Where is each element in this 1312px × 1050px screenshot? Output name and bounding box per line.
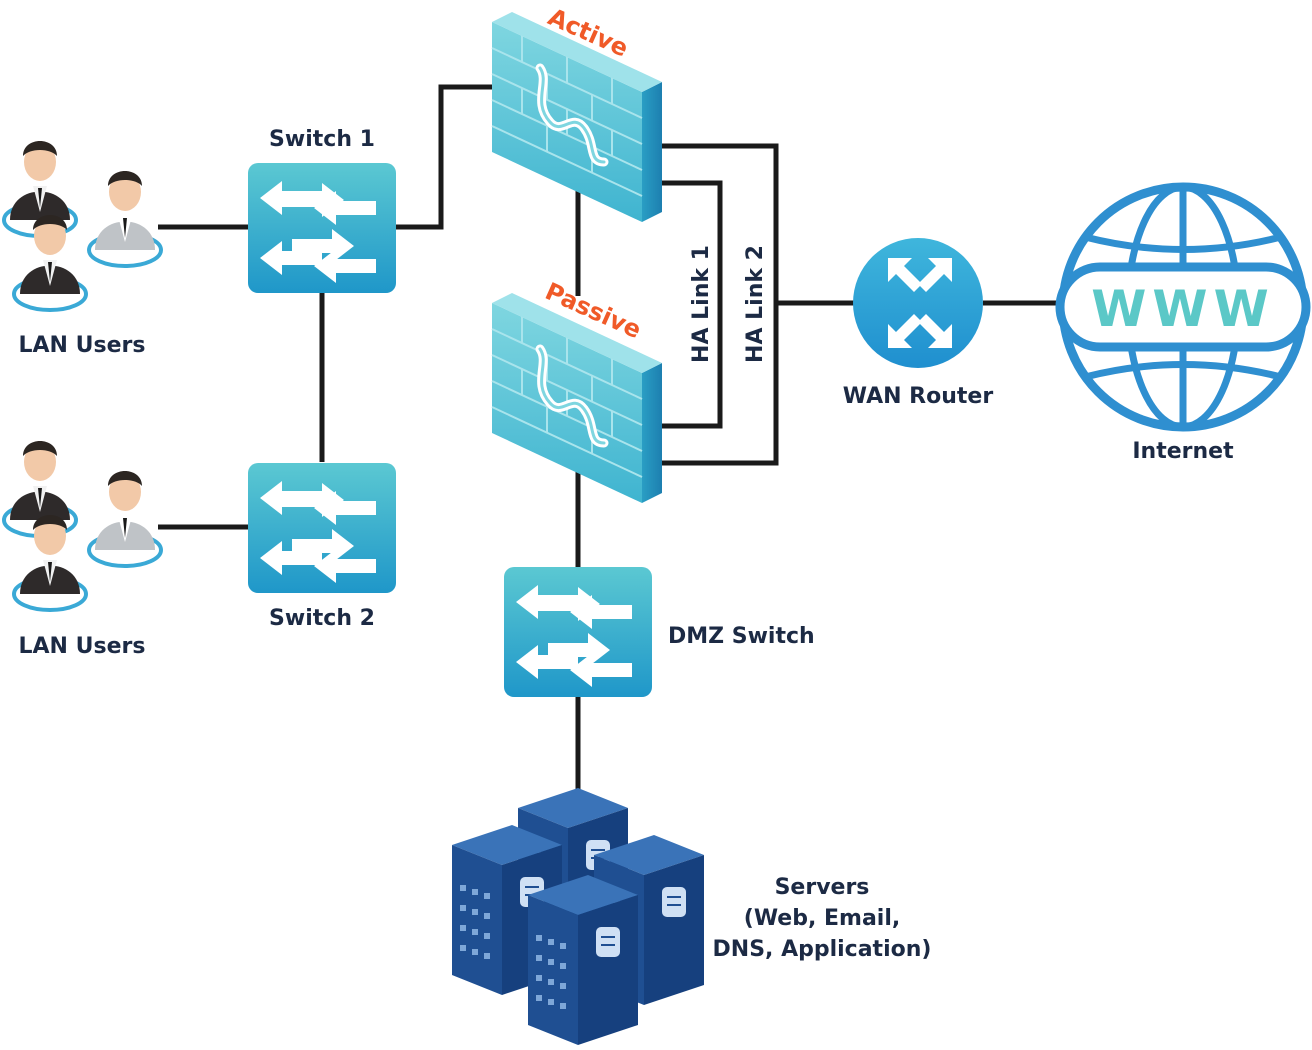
globe-www-text: WWW <box>1091 280 1274 338</box>
dmz-switch-label: DMZ Switch <box>668 624 815 649</box>
switch-icon <box>504 567 652 697</box>
wan-router-label: WAN Router <box>843 384 994 409</box>
users-group-icon <box>4 141 161 310</box>
lan-users-group-2: LAN Users <box>4 441 161 659</box>
lan-users-label: LAN Users <box>19 634 146 659</box>
lan-users-group-1: LAN Users <box>4 141 161 358</box>
switch-icon <box>248 163 396 293</box>
internet-label: Internet <box>1132 439 1234 464</box>
firewall-icon <box>492 12 662 222</box>
firewall-active: Active <box>492 3 662 222</box>
switch-2: Switch 2 <box>248 463 396 631</box>
switch-1-label: Switch 1 <box>269 127 375 152</box>
connection-lines <box>158 84 1060 790</box>
router-icon <box>853 238 983 368</box>
servers-label-line-3: DNS, Application) <box>713 937 932 962</box>
switch-icon <box>248 463 396 593</box>
servers-label-line-1: Servers <box>775 875 870 900</box>
dmz-switch: DMZ Switch <box>504 567 815 697</box>
users-group-icon <box>4 441 161 610</box>
globe-icon: WWW <box>1055 182 1311 432</box>
servers: Servers (Web, Email, DNS, Application) <box>451 787 932 1046</box>
firewall-passive: Passive <box>492 277 662 503</box>
server-cluster-icon <box>451 787 705 1046</box>
switch-1: Switch 1 <box>248 127 396 293</box>
ha-link-1-label: HA Link 1 <box>689 245 714 363</box>
servers-label-line-2: (Web, Email, <box>744 906 900 931</box>
switch-2-label: Switch 2 <box>269 606 375 631</box>
lan-users-label: LAN Users <box>19 333 146 358</box>
ha-link-2-label: HA Link 2 <box>743 245 768 363</box>
wan-router: WAN Router <box>843 238 994 409</box>
internet: WWW Internet <box>1055 182 1311 464</box>
